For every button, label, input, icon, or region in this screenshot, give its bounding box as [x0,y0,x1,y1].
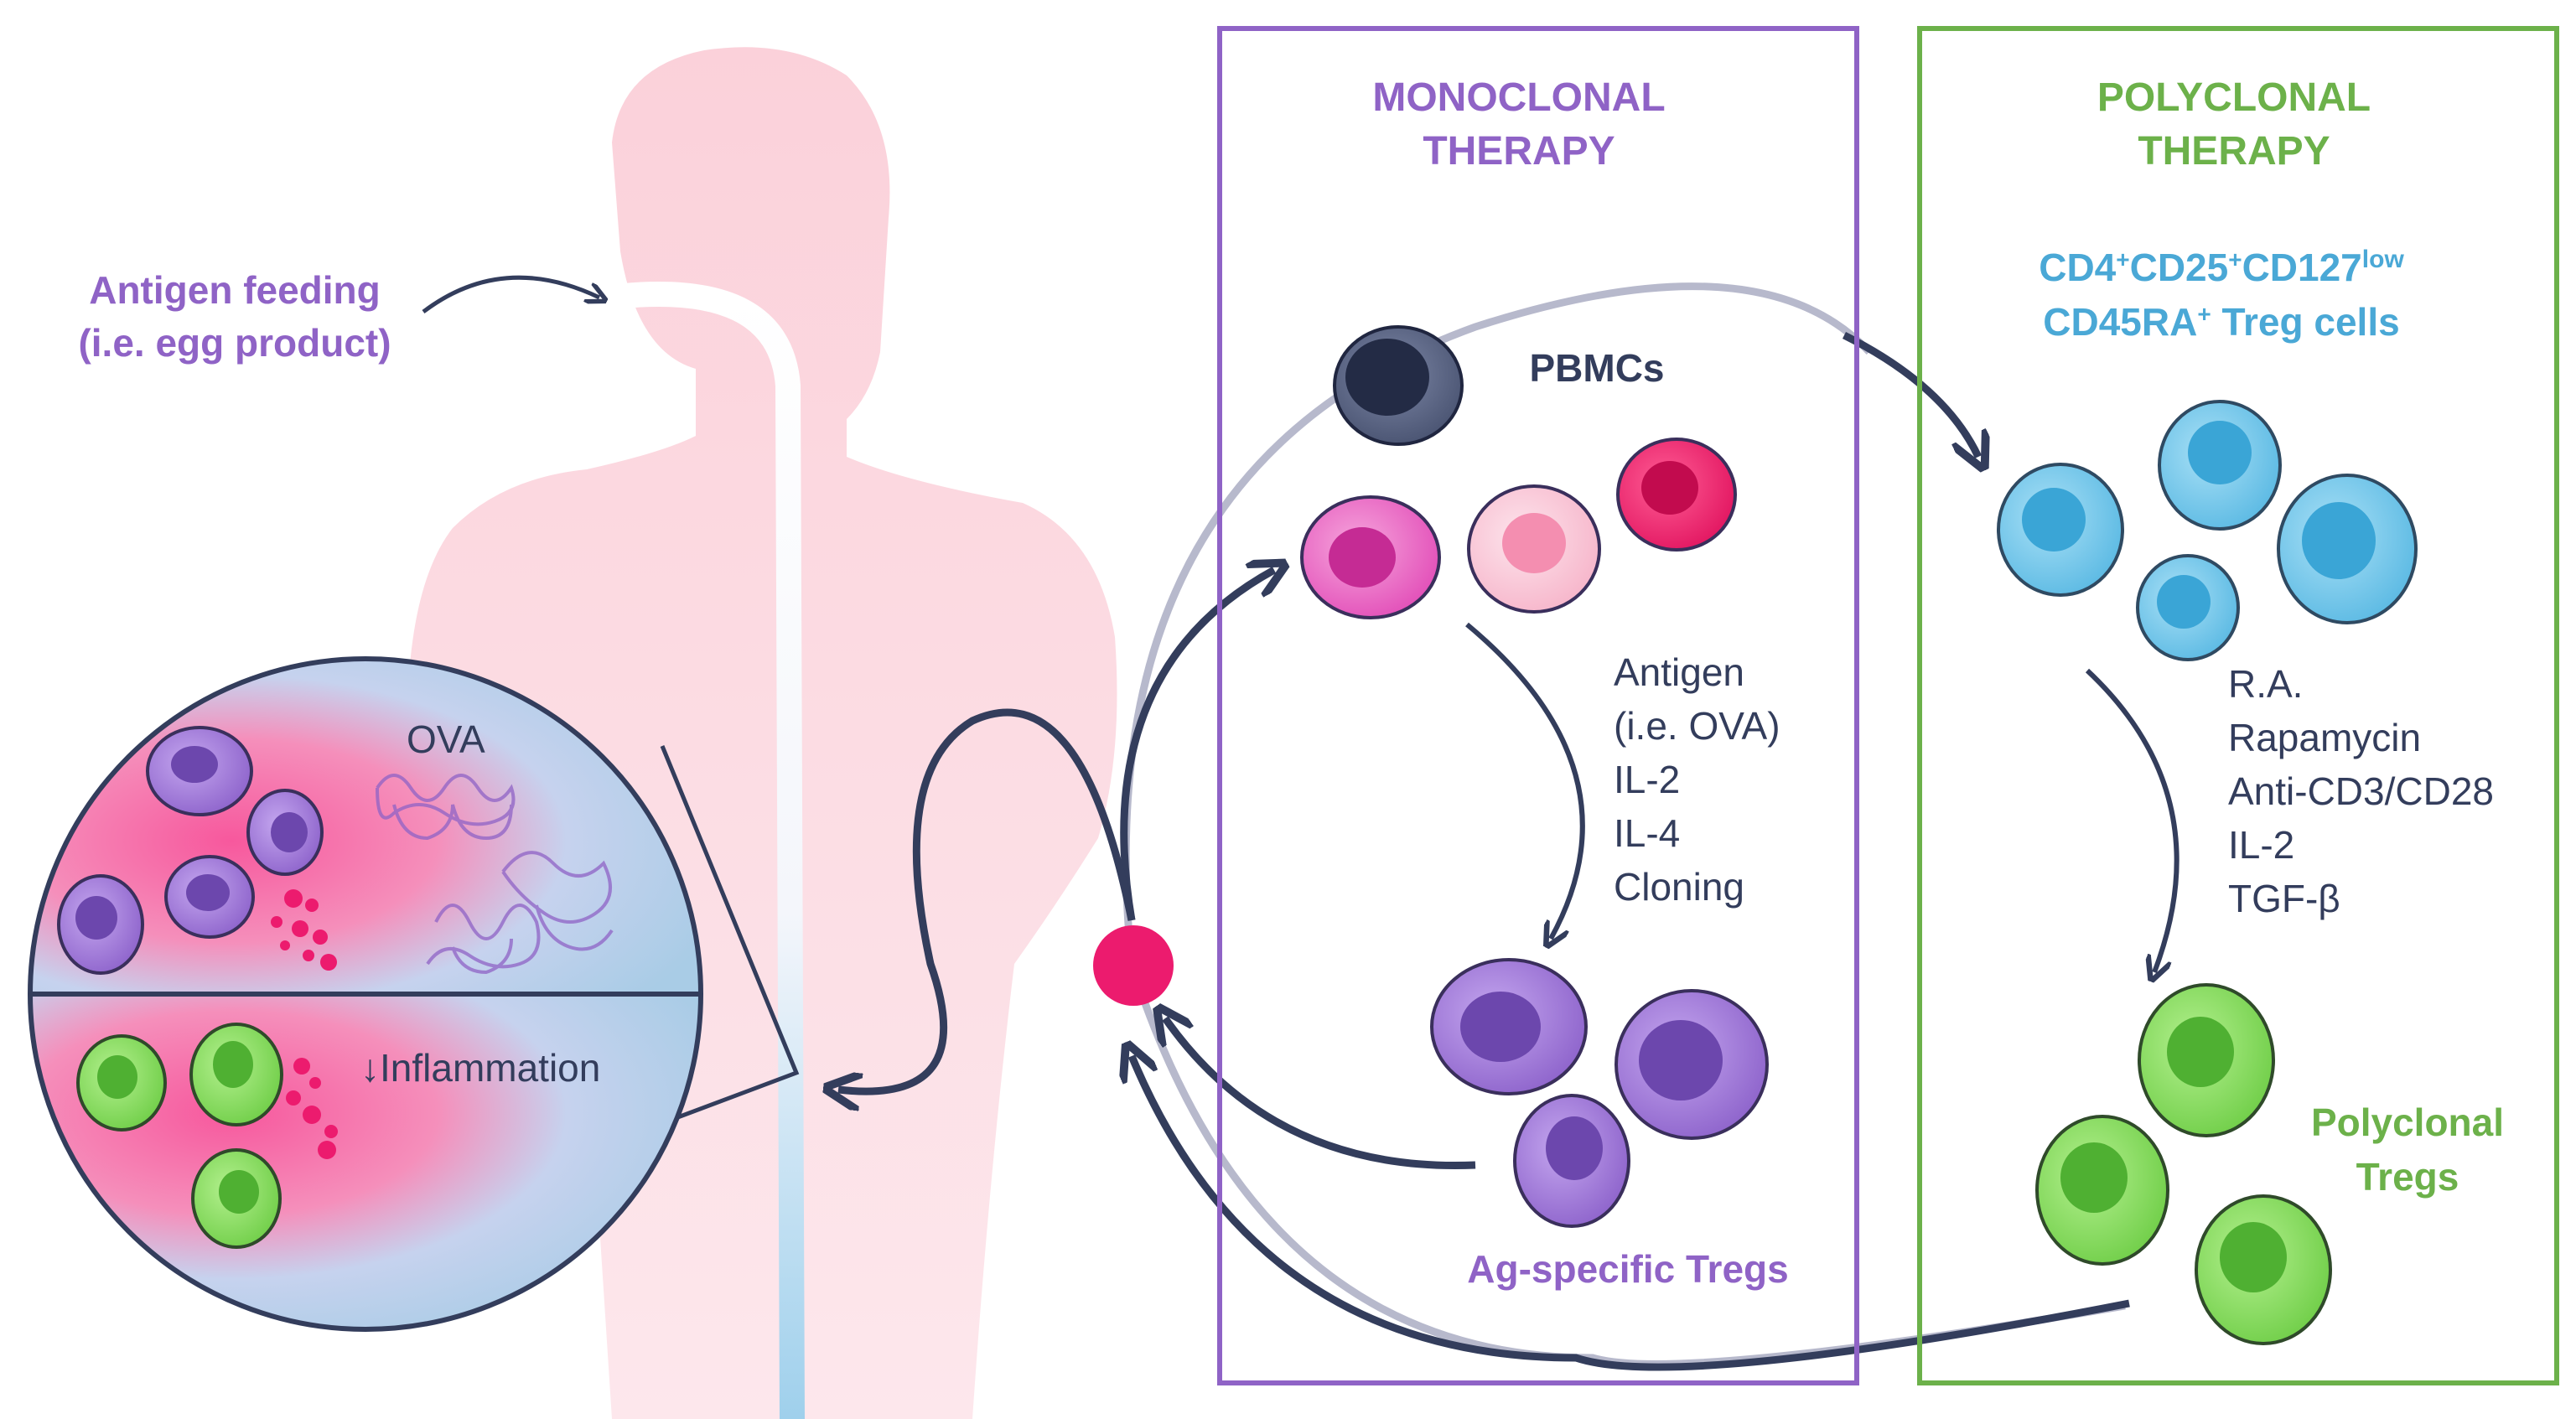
circle-green-cell [191,1148,282,1249]
digestive-tract [606,281,805,1419]
ag-specific-treg-cell [1615,989,1769,1140]
cytokine-dots [286,1058,338,1159]
circle-purple-cell [246,789,324,876]
ova-protein-swirls [376,774,614,975]
polyclonal-title-line2: THERAPY [2138,129,2330,173]
human-body-silhouette [407,47,1117,1419]
ag-specific-treg-cell [1430,958,1588,1095]
monoclonal-condition: IL-4 [1614,811,1680,855]
pbmc-magenta-cell [1300,495,1441,619]
polyclonal-tregs-label-line2: Tregs [2356,1155,2459,1199]
polyclonal-condition: Rapamycin [2228,716,2421,759]
polyclonal-condition: Anti-CD3/CD28 [2228,769,2494,813]
arrow-monoclonal-expansion [1465,622,1585,939]
pbmc-lightpink-cell [1467,484,1601,614]
antigen-feeding-label: Antigen feeding [89,268,381,312]
monoclonal-title: MONOCLONAL [1372,75,1665,120]
polyclonal-panel [1917,26,2559,1385]
blue-treg-cell [2277,474,2418,624]
polyclonal-conditions: R.A. Rapamycin Anti-CD3/CD28 IL-2 TGF-β [2228,662,2494,920]
antigen-feeding-example: (i.e. egg product) [78,321,391,365]
ag-specific-tregs-label: Ag-specific Tregs [1467,1247,1788,1291]
polyclonal-tregs-label: Polyclonal [2311,1101,2504,1144]
arrow-polyclonal-expansion [2085,668,2179,972]
polyclonal-treg-cell [2195,1194,2332,1345]
monoclonal-condition: Antigen [1614,650,1744,694]
arrow-agspecific-return [1165,1018,1476,1170]
monoclonal-condition: IL-2 [1614,758,1680,801]
arrow-polyclonal-return [1132,1056,2130,1371]
monoclonal-conditions: Antigen (i.e. OVA) IL-2 IL-4 Cloning [1614,650,1780,909]
circulating-treg-dot [1093,925,1174,1006]
polyclonal-treg-cell [2035,1115,2169,1266]
monoclonal-condition: Cloning [1614,865,1744,909]
pbmc-red-cell [1616,438,1737,552]
inflammation-label: ↓Inflammation [360,1046,600,1090]
cytokine-dots [271,889,337,971]
pbmc-navy-cell [1333,325,1464,446]
circle-purple-cell [164,855,255,939]
blue-treg-cell [1997,463,2124,597]
circle-purple-cell [146,726,253,816]
monoclonal-condition: (i.e. OVA) [1614,704,1780,748]
circle-green-cell [76,1034,167,1132]
feeding-arrow [422,275,599,313]
ova-label: OVA [407,717,485,761]
circle-green-cell [189,1023,283,1126]
polyclonal-treg-cell [2138,983,2275,1137]
arrow-dot-to-gut [838,708,1136,1091]
ag-specific-treg-cell [1513,1094,1630,1228]
polyclonal-title: POLYCLONAL [2097,75,2371,120]
circle-purple-cell [57,874,144,975]
blue-treg-cell [2136,554,2240,661]
polyclonal-condition: TGF-β [2228,877,2340,920]
arrow-dot-to-pbmc [1120,570,1274,921]
pbmc-label: PBMCs [1529,346,1664,390]
treg-markers-line1: CD4+CD25+CD127low [2039,246,2404,289]
monoclonal-panel [1217,26,1859,1385]
treg-markers-line2: CD45RA+ Treg cells [2043,300,2399,344]
polyclonal-condition: R.A. [2228,662,2303,706]
blue-treg-cell [2158,400,2282,531]
polyclonal-condition: IL-2 [2228,823,2294,867]
arrow-to-polyclonal [1842,331,1978,457]
monoclonal-title-line2: THERAPY [1423,129,1615,173]
